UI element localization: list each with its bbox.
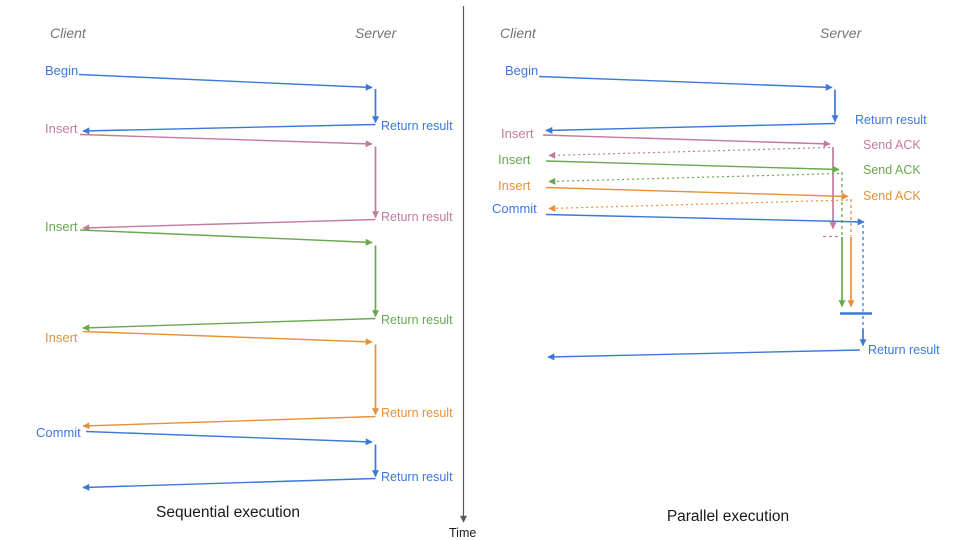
- seq-client-header: Client: [50, 25, 87, 41]
- par-insert3-ack-arrow: [548, 199, 849, 212]
- par-message-insert-3: Insert Send ACK: [498, 178, 921, 308]
- par-insert1-response-label: Send ACK: [863, 138, 921, 152]
- sequential-panel: Client Server Begin Return result Insert…: [36, 25, 453, 521]
- par-message-commit: Commit Return result: [492, 201, 940, 361]
- seq-insert2-request-arrow: [79, 229, 373, 246]
- seq-insert3-response-label: Return result: [381, 406, 453, 420]
- seq-message-commit: Commit Return result: [36, 425, 453, 491]
- par-message-insert-2: Insert Send ACK: [498, 152, 921, 308]
- par-server-header: Server: [820, 25, 863, 41]
- seq-message-insert-1: Insert Return result: [45, 121, 453, 232]
- time-axis: Time: [449, 6, 476, 540]
- par-begin-request-arrow: [538, 75, 833, 91]
- seq-insert3-label: Insert: [45, 330, 78, 345]
- par-insert2-ack-arrow: [548, 172, 840, 185]
- seq-insert1-request-arrow: [79, 133, 373, 148]
- par-insert1-ack-arrow: [548, 146, 831, 159]
- seq-begin-return-arrow: [82, 123, 376, 135]
- par-commit-response-label: Return result: [868, 343, 940, 357]
- seq-insert3-return-arrow: [82, 415, 376, 430]
- par-insert2-label: Insert: [498, 152, 531, 167]
- par-insert2-response-label: Send ACK: [863, 163, 921, 177]
- seq-insert2-label: Insert: [45, 219, 78, 234]
- seq-commit-label: Commit: [36, 425, 81, 440]
- seq-message-insert-3: Insert Return result: [45, 330, 453, 430]
- par-begin-response-label: Return result: [855, 113, 927, 127]
- seq-message-begin: Begin Return result: [45, 63, 453, 135]
- seq-insert3-request-arrow: [82, 330, 373, 346]
- par-insert3-request-arrow: [545, 186, 849, 200]
- seq-commit-return-arrow: [82, 477, 376, 491]
- seq-begin-label: Begin: [45, 63, 78, 78]
- seq-begin-request-arrow: [78, 73, 373, 91]
- par-insert3-label: Insert: [498, 178, 531, 193]
- par-insert1-request-arrow: [542, 134, 831, 148]
- par-commit-label: Commit: [492, 201, 537, 216]
- seq-message-insert-2: Insert Return result: [45, 219, 453, 332]
- seq-insert1-response-label: Return result: [381, 210, 453, 224]
- par-message-insert-1: Insert Send ACK: [501, 126, 921, 238]
- seq-commit-response-label: Return result: [381, 470, 453, 484]
- par-insert1-label: Insert: [501, 126, 534, 141]
- time-axis-label: Time: [449, 526, 476, 540]
- par-insert2-request-arrow: [545, 160, 840, 173]
- seq-insert2-return-arrow: [82, 317, 376, 332]
- seq-insert1-return-arrow: [82, 218, 376, 232]
- sequential-title: Sequential execution: [156, 504, 300, 521]
- seq-commit-request-arrow: [85, 430, 373, 446]
- seq-begin-response-label: Return result: [381, 119, 453, 133]
- seq-server-header: Server: [355, 25, 398, 41]
- par-message-begin: Begin Return result: [505, 63, 927, 134]
- par-begin-return-arrow: [545, 122, 836, 134]
- par-commit-request-arrow: [545, 213, 865, 226]
- par-insert3-response-label: Send ACK: [863, 189, 921, 203]
- par-client-header: Client: [500, 25, 537, 41]
- parallel-title: Parallel execution: [667, 508, 789, 525]
- par-commit-return-arrow: [547, 349, 861, 361]
- seq-insert1-label: Insert: [45, 121, 78, 136]
- seq-insert2-response-label: Return result: [381, 313, 453, 327]
- parallel-panel: Client Server Begin Return result Insert…: [492, 25, 940, 525]
- par-begin-label: Begin: [505, 63, 538, 78]
